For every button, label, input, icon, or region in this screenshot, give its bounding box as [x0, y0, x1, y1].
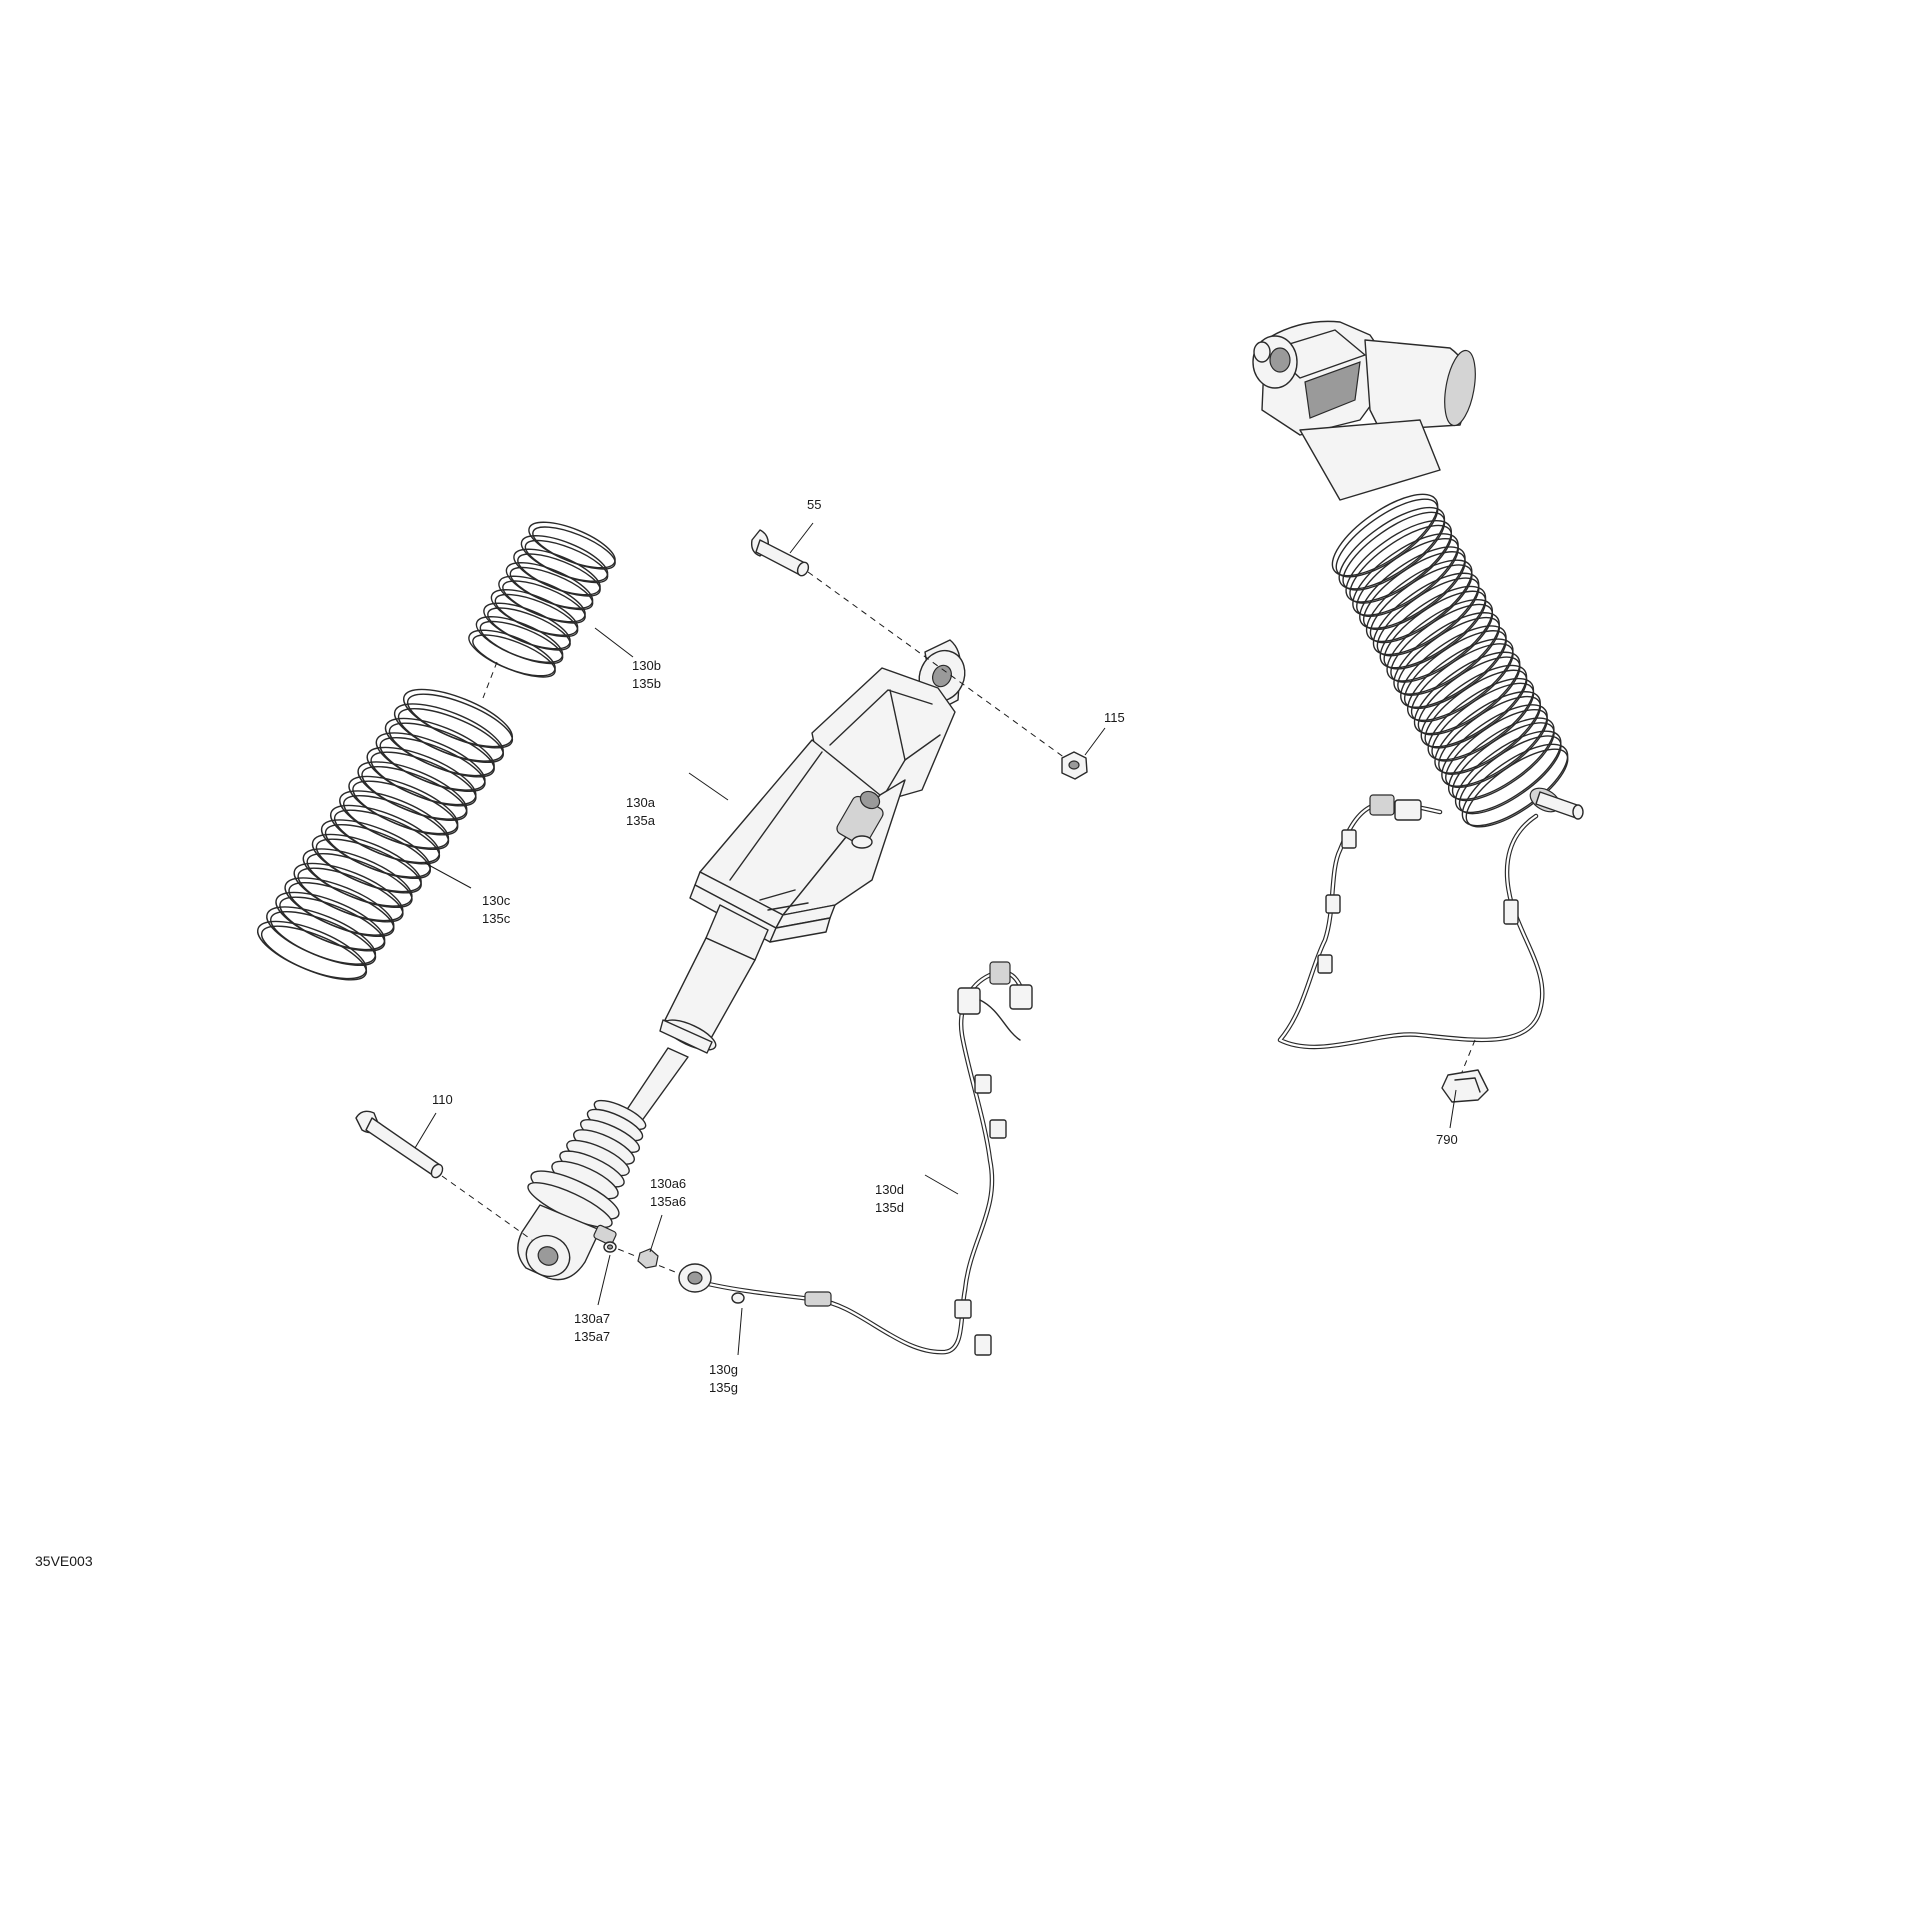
clip-alignment-line — [1461, 1039, 1476, 1073]
main-spring-coil-inner — [343, 794, 450, 851]
callout-135b: 135b — [632, 676, 661, 691]
assembled-spring-coil — [1400, 625, 1507, 708]
assembled-shock-view — [1252, 320, 1584, 1050]
main-spring-coil-inner — [352, 780, 459, 836]
harness-clip — [1441, 1069, 1489, 1103]
assembled-spring-coil — [1413, 651, 1521, 735]
assembled-spring-coil — [1461, 743, 1569, 827]
main-spring-coil-inner — [388, 722, 495, 778]
main-spring-coil-inner — [397, 707, 504, 764]
callout-130c: 130c — [482, 893, 511, 908]
main-spring-coil-inner — [406, 693, 514, 749]
callout-130b: 130b — [632, 658, 661, 673]
upper-spring-coil-inner — [494, 593, 579, 638]
upper-nut — [1061, 751, 1088, 780]
callout-115: 115 — [1104, 710, 1125, 725]
upper-spring-coil-inner — [472, 634, 556, 678]
lower-mounting-bolt — [355, 1110, 444, 1179]
main-spring-coil — [393, 703, 504, 762]
callout-135a: 135a — [626, 813, 656, 828]
assembled-spring-coil-inner — [1451, 722, 1555, 802]
main-spring-coil-inner — [270, 910, 377, 967]
assembled-spring-coil — [1359, 546, 1466, 629]
callout-790: 790 — [1436, 1132, 1458, 1147]
main-spring-coil-inner — [324, 823, 431, 880]
assembled-spring-coil — [1386, 598, 1494, 682]
upper-spring-coil-inner — [487, 607, 571, 651]
callout-135d: 135d — [875, 1200, 904, 1215]
assembled-spring-coil — [1441, 704, 1548, 787]
upper-spring-coil-inner — [509, 566, 594, 611]
assembled-spring-coil — [1420, 664, 1528, 748]
callout-130g: 130g — [709, 1362, 738, 1377]
callout-135a7: 135a7 — [574, 1329, 610, 1344]
main-spring-coil — [403, 688, 513, 748]
callout-110: 110 — [432, 1092, 453, 1107]
assembled-spring-coil-inner — [1465, 748, 1569, 828]
assembled-spring-coil — [1447, 717, 1555, 801]
callout-135c: 135c — [482, 911, 511, 926]
upper-spring-coil-inner — [524, 539, 609, 584]
upper-spring-coil-inner — [502, 580, 586, 624]
assembled-spring-coil — [1331, 493, 1439, 577]
assembled-spring-coil — [1345, 519, 1453, 603]
main-spring-coil-inner — [379, 736, 486, 793]
upper-spring-coil-inner — [532, 526, 616, 570]
assembled-spring-coil — [1352, 533, 1459, 616]
assembled-spring-coil — [1365, 559, 1473, 643]
upper-spring — [468, 521, 616, 678]
assembled-spring-coil — [1372, 572, 1480, 656]
sensor-screw — [731, 1292, 745, 1304]
assembled-spring-coil — [1434, 691, 1541, 774]
spring-alignment-line — [482, 661, 498, 699]
assembled-spring-coil-inner — [1458, 735, 1562, 815]
main-spring-coil-inner — [279, 896, 386, 952]
upper-spring-coil-inner — [479, 620, 564, 665]
figure-code: 35VE003 — [35, 1553, 93, 1569]
lower-bolt-alignment-line — [441, 1175, 533, 1241]
shock-absorber — [517, 639, 966, 1281]
upper-bolt-alignment-line — [807, 571, 1066, 759]
main-spring-coil-inner — [297, 867, 404, 923]
assembled-spring-coil — [1379, 585, 1487, 669]
callout-55: 55 — [807, 497, 821, 512]
assembled-spring-coil — [1338, 506, 1446, 590]
main-spring-coil-inner — [260, 925, 368, 981]
main-spring-coil-inner — [370, 751, 477, 807]
assembled-spring-coil — [1454, 730, 1562, 814]
assembled-spring-coil — [1406, 638, 1514, 722]
callout-130d: 130d — [875, 1182, 904, 1197]
callout-130a7: 130a7 — [574, 1311, 610, 1326]
main-spring-coil-inner — [333, 809, 441, 865]
callout-130a: 130a — [626, 795, 656, 810]
main-spring-coil-inner — [306, 852, 413, 909]
upper-mounting-bolt — [750, 529, 810, 577]
main-spring — [257, 688, 514, 981]
main-spring-coil-inner — [361, 765, 468, 822]
assembled-spring-coil — [1393, 612, 1500, 695]
upper-spring-coil-inner — [517, 553, 601, 597]
main-spring-coil-inner — [315, 838, 422, 894]
sensor-nut — [637, 1248, 659, 1269]
sensor-washer — [603, 1241, 617, 1253]
shock-sensor-harness — [678, 961, 1033, 1356]
assembled-spring-coil — [1427, 677, 1535, 761]
main-spring-coil-inner — [288, 881, 395, 938]
callout-135g: 135g — [709, 1380, 738, 1395]
callout-130a6: 130a6 — [650, 1176, 686, 1191]
callout-135a6: 135a6 — [650, 1194, 686, 1209]
